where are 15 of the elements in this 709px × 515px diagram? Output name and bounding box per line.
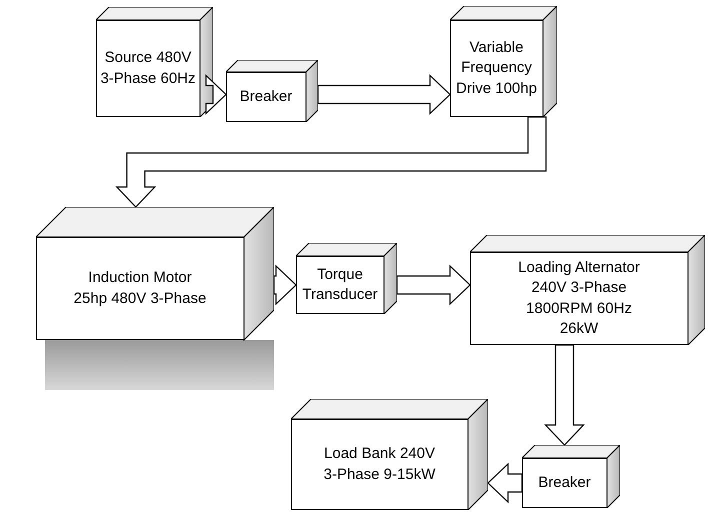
block-arrow xyxy=(273,264,297,306)
box-label: Breaker xyxy=(538,472,591,493)
box-label: Breaker xyxy=(240,86,292,107)
box-label: Source 480V 3-Phase 60Hz xyxy=(100,48,196,88)
block-arrow xyxy=(317,74,451,115)
box-label: Loading Alternator 240V 3-Phase 1800RPM 60Hz 26kW xyxy=(517,258,641,339)
block-arrow xyxy=(115,116,547,208)
box-label: Load Bank 240V 3-Phase 9-15kW xyxy=(322,444,436,484)
block-arrow xyxy=(205,74,227,115)
block-arrow xyxy=(544,344,585,446)
box-label: Torque Transducer xyxy=(301,264,379,305)
box-label: Variable Frequency Drive 100hp xyxy=(455,38,538,99)
box-label: Induction Motor 25hp 480V 3-Phase xyxy=(72,268,208,308)
block-arrow xyxy=(396,264,471,306)
block-arrow xyxy=(487,462,523,504)
